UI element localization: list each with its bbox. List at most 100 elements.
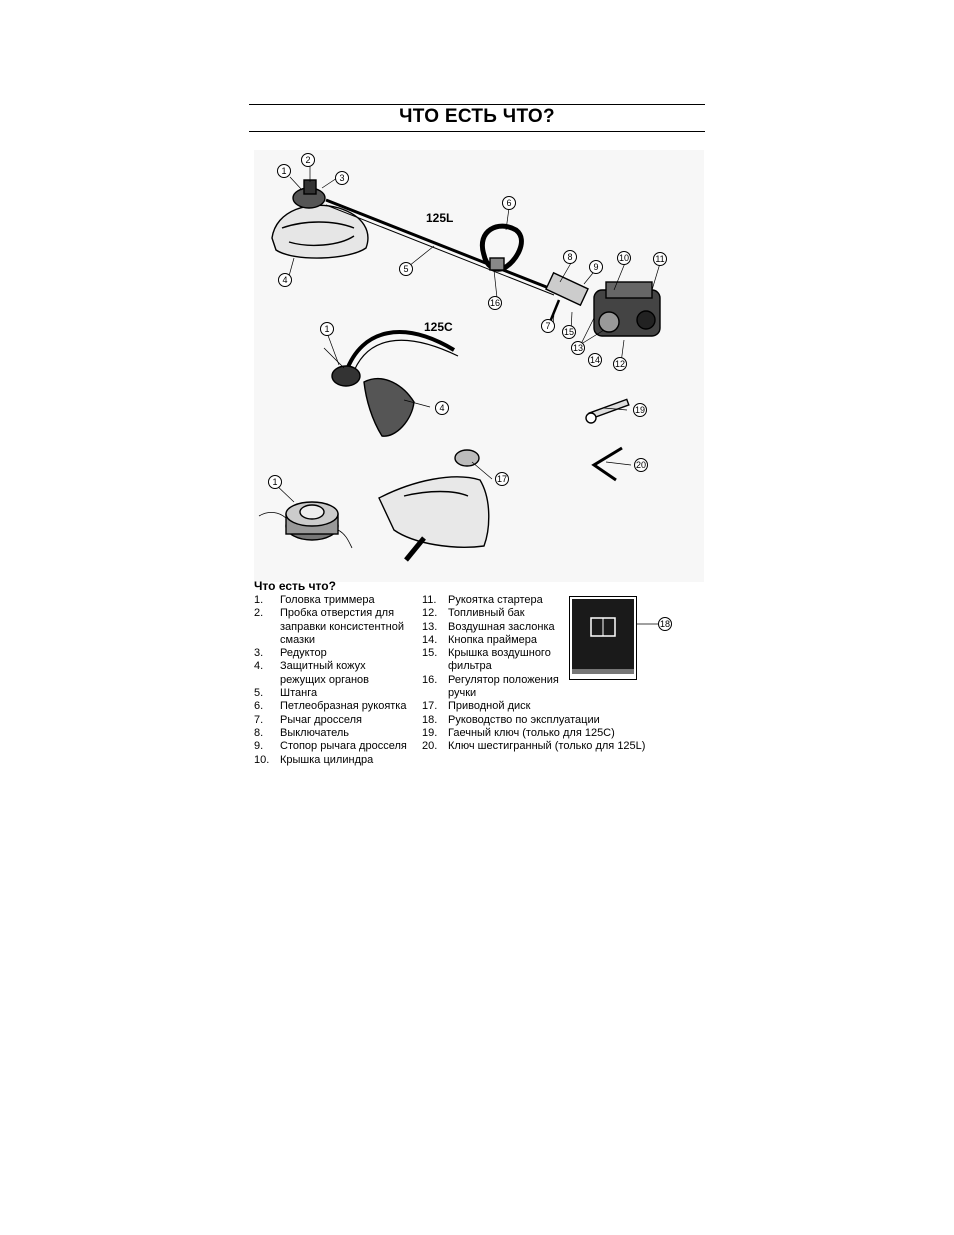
callout-13: 13 (571, 341, 585, 355)
legend-item: 11. Рукоятка стартера (422, 594, 672, 607)
legend-item-number (254, 634, 280, 647)
callout-1: 1 (277, 164, 291, 178)
legend-item-number: 17. (422, 700, 438, 713)
callout-2: 2 (301, 153, 315, 167)
legend-item-text: Гаечный ключ (только для 125C) (448, 726, 615, 739)
svg-text:4: 4 (439, 403, 444, 413)
legend-item-number: 16. (422, 673, 438, 686)
legend-item-number: 6. (254, 700, 264, 713)
callout-8: 8 (563, 250, 577, 264)
callout-15: 15 (562, 325, 576, 339)
callout-17: 17 (495, 472, 509, 486)
callout-1-spare: 1 (268, 475, 282, 489)
legend-item-text: Стопор рычага дросселя (280, 740, 407, 753)
spare-trimmer-head-illustration (258, 501, 353, 549)
callout-11: 11 (653, 252, 667, 266)
legend-item: 3. Редуктор (254, 647, 424, 660)
model-label-125c: 125C (424, 320, 453, 334)
wrench-illustration (585, 398, 630, 424)
legend-item-text: Выключатель (280, 726, 350, 739)
svg-text:19: 19 (635, 405, 645, 415)
legend-item: 20. Ключ шестигранный (только для 125L) (422, 740, 672, 753)
legend-item-text: Головка триммера (280, 594, 375, 606)
legend-item: заправки консистентной (254, 621, 424, 634)
svg-text:18: 18 (660, 619, 670, 629)
legend-item-text: Защитный кожух (280, 660, 366, 673)
hex-key-illustration (591, 446, 623, 482)
callout-14: 14 (588, 353, 602, 367)
legend-item: 15. Крышка воздушного (422, 647, 672, 660)
callout-19: 19 (633, 403, 647, 417)
legend-item-number (254, 674, 280, 687)
callout-12: 12 (613, 357, 627, 371)
svg-text:10: 10 (619, 253, 629, 263)
callout-1-125c: 1 (320, 322, 334, 336)
legend-item: 2.Пробка отверстия для (254, 607, 424, 620)
legend-column-2: 11. Рукоятка стартера 12. Топливный бак 13. В… (422, 594, 672, 754)
legend-item-text: Редуктор (280, 647, 327, 660)
legend-item: 5.Штанга (254, 687, 424, 700)
svg-text:8: 8 (567, 252, 572, 262)
legend-item-text: Кнопка праймера (448, 633, 538, 646)
callout-20: 20 (634, 458, 648, 472)
legend-item-text: Приводной диск (448, 700, 531, 713)
legend-item-number: 11. (422, 594, 437, 606)
legend-item-number: 20. (422, 740, 438, 753)
legend-item-text: Руководство по эксплуатации (448, 713, 600, 726)
legend-item-number: 15. (422, 647, 438, 660)
legend-item: 16. Регулятор положения (422, 674, 672, 687)
legend-item-text: заправки консистентной (280, 620, 404, 633)
legend-item-number: 1. (254, 594, 264, 606)
legend-item: 1. Головка триммера (254, 594, 424, 607)
legend-item-text: Воздушная заслонка (448, 620, 555, 633)
legend-item: 18.Руководство по эксплуатации (422, 714, 672, 727)
callout-6: 6 (502, 196, 516, 210)
svg-text:3: 3 (339, 173, 344, 183)
model-label-125l: 125L (426, 211, 453, 225)
title-bottom-rule (249, 131, 705, 132)
legend-item-text: Топливный бак (448, 607, 525, 620)
legend-item-text: Крышка воздушного (448, 647, 551, 660)
title-top-rule (249, 104, 705, 105)
svg-text:5: 5 (403, 264, 408, 274)
svg-text:20: 20 (636, 460, 646, 470)
legend-item: фильтра (422, 660, 672, 673)
callout-16: 16 (488, 296, 502, 310)
blade-guard-illustration (378, 449, 490, 562)
legend-item-text: Петлеобразная рукоятка (280, 700, 407, 713)
legend-item-text: Рукоятка стартера (448, 594, 543, 606)
legend-item: 7.Рычаг дросселя (254, 714, 424, 727)
legend-item-text: Ключ шестигранный (только для 125L) (448, 740, 646, 753)
legend-item-text: Регулятор положения (448, 673, 559, 686)
legend-item-text: Крышка цилиндра (280, 753, 374, 766)
legend-item-number: 4. (254, 660, 264, 673)
legend-item-number: 14. (422, 633, 438, 646)
legend-item-number: 2. (254, 607, 264, 620)
legend-item-text: ручки (448, 687, 477, 700)
legend-item-number: 9. (254, 740, 264, 753)
callout-7: 7 (541, 319, 555, 333)
svg-text:6: 6 (506, 198, 511, 208)
legend-item-number (254, 621, 280, 634)
legend-item-text: Штанга (280, 687, 318, 700)
legend-item-number: 12. (422, 607, 438, 620)
legend-title: Что есть что? (254, 579, 336, 593)
svg-text:14: 14 (590, 355, 600, 365)
svg-text:1: 1 (281, 166, 286, 176)
legend-item-number: 13. (422, 620, 438, 633)
svg-text:16: 16 (490, 298, 500, 308)
trimmer-125l-illustration (271, 179, 661, 337)
legend-item-text: фильтра (448, 660, 492, 673)
page-title: ЧТО ЕСТЬ ЧТО? (399, 106, 555, 127)
operator-manual-illustration (569, 596, 637, 680)
legend-item: 9. Стопор рычага дросселя (254, 740, 424, 753)
legend-item-text: смазки (280, 633, 316, 646)
legend-item: 19.Гаечный ключ (только для 125C) (422, 727, 672, 740)
legend-item-text: режущих органов (280, 673, 370, 686)
callout-3: 3 (335, 171, 349, 185)
svg-text:4: 4 (282, 275, 287, 285)
callout-9: 9 (589, 260, 603, 274)
svg-text:15: 15 (564, 327, 574, 337)
legend-item-number: 3. (254, 647, 264, 660)
legend-item-number (422, 660, 448, 673)
